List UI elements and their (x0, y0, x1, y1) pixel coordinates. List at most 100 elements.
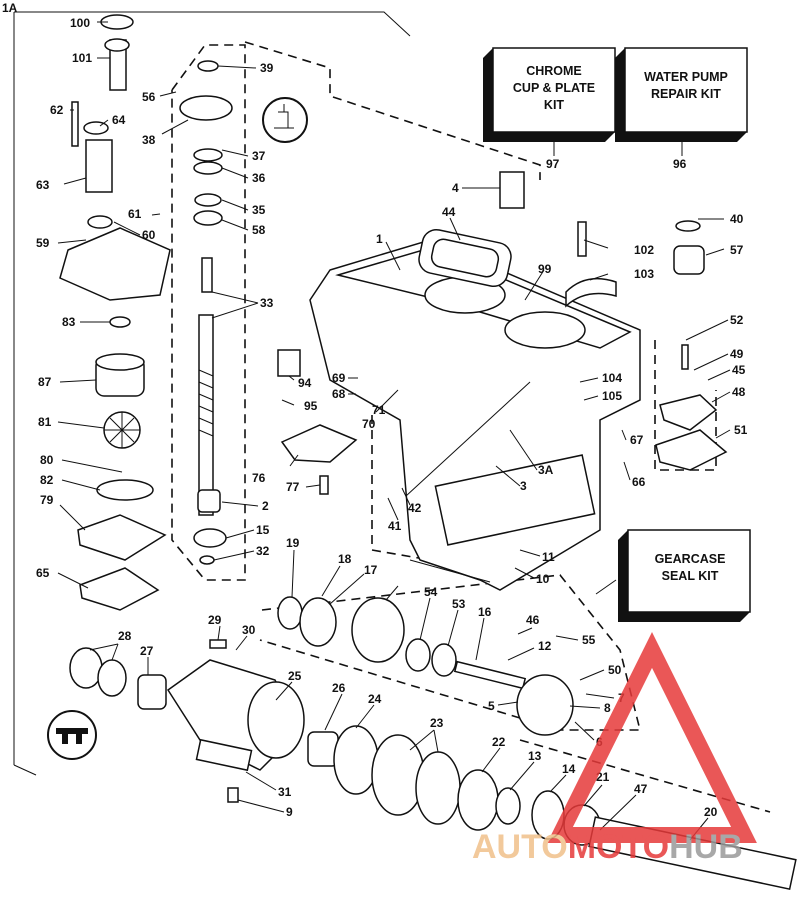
frame-left-foot (13, 764, 37, 776)
callout: 22 (492, 735, 506, 749)
driveshaft-group-outline (171, 44, 246, 581)
callout: 29 (208, 613, 222, 627)
callout: 46 (526, 613, 540, 627)
callout: 87 (38, 375, 52, 389)
callout: 10 (536, 572, 550, 586)
callout: 41 (388, 519, 402, 533)
callout: 54 (424, 585, 438, 599)
callout: 64 (112, 113, 126, 127)
callout: 65 (36, 566, 50, 580)
callout: 5 (488, 699, 495, 713)
callout: 47 (634, 782, 648, 796)
callout: 2 (262, 499, 269, 513)
callout: 60 (142, 228, 156, 242)
callout: 66 (632, 475, 646, 489)
callout: 102 (634, 243, 654, 257)
housing-gasket (418, 228, 512, 288)
callout: 95 (304, 399, 318, 413)
callout: 38 (142, 133, 156, 147)
callout: 56 (142, 90, 156, 104)
kit-chrome-ref: 97 (546, 157, 560, 171)
callout: 19 (286, 536, 300, 550)
callout: 101 (72, 51, 92, 65)
callout: 4 (452, 181, 459, 195)
kit-chrome-line3: KIT (544, 98, 565, 112)
callout: 70 (362, 417, 376, 431)
lubricant-symbol-icon (262, 97, 308, 143)
callout: 81 (38, 415, 52, 429)
callout: 16 (478, 605, 492, 619)
callout: 20 (704, 805, 718, 819)
callout: 71 (372, 403, 386, 417)
callout: 40 (730, 212, 744, 226)
callout: 33 (260, 296, 274, 310)
callout: 61 (128, 207, 142, 221)
callout: 80 (40, 453, 54, 467)
leader-lines (57, 21, 731, 841)
callout: 1 (376, 232, 383, 246)
kit-pump-line1: WATER PUMP (644, 70, 728, 84)
callout: 27 (140, 644, 154, 658)
kit-seal-line2: SEAL KIT (662, 569, 719, 583)
callout: 14 (562, 762, 576, 776)
callout: 32 (256, 544, 270, 558)
callout: 49 (730, 347, 744, 361)
callout: 53 (452, 597, 466, 611)
callout: 50 (608, 663, 622, 677)
callout: 105 (602, 389, 622, 403)
callout: 35 (252, 203, 266, 217)
callout: 45 (732, 363, 746, 377)
watermark-text: AUTOMOTOHUB (472, 828, 743, 866)
callout: 30 (242, 623, 256, 637)
callout: 39 (260, 61, 274, 75)
callout: 48 (732, 385, 746, 399)
callout: 36 (252, 171, 266, 185)
callout: 42 (408, 501, 422, 515)
kit-chrome-line1: CHROME (526, 64, 582, 78)
callout: 58 (252, 223, 266, 237)
callout: 24 (368, 692, 382, 706)
callout: 103 (634, 267, 654, 281)
watermark-logo: AUTOMOTOHUB (472, 632, 757, 866)
callout: 11 (542, 550, 555, 564)
callout: 3 (520, 479, 527, 493)
callout: 59 (36, 236, 50, 250)
sheet-label: 1A (2, 1, 18, 15)
callout: 52 (730, 313, 744, 327)
callout: 57 (730, 243, 744, 257)
callout: 68 (332, 387, 346, 401)
gear-housing (309, 239, 641, 591)
water-pump-column (59, 14, 171, 611)
callout: 44 (442, 205, 456, 219)
callout: 8 (604, 701, 611, 715)
kit-seal-line1: GEARCASE (655, 552, 726, 566)
callout: 37 (252, 149, 266, 163)
callout: 104 (602, 371, 622, 385)
callout: 100 (70, 16, 90, 30)
driveshaft-stack (179, 60, 233, 565)
callout: 3A (538, 463, 554, 477)
callout: 28 (118, 629, 132, 643)
watermark-triangle-icon (547, 632, 757, 843)
kit-chrome-line2: CUP & PLATE (513, 81, 595, 95)
callout: 25 (288, 669, 302, 683)
callout: 9 (286, 805, 293, 819)
callout: 23 (430, 716, 444, 730)
callout: 69 (332, 371, 346, 385)
callout: 15 (256, 523, 270, 537)
callout: 94 (298, 376, 312, 390)
kit-box-water-pump: WATER PUMP REPAIR KIT (615, 47, 748, 142)
right-side-parts (277, 171, 728, 495)
callout: 18 (338, 552, 352, 566)
callout: 77 (286, 480, 300, 494)
callout: 31 (278, 785, 292, 799)
housing-group-outline-left (371, 415, 501, 573)
kit-pump-line2: REPAIR KIT (651, 87, 721, 101)
callout: 17 (364, 563, 378, 577)
callout: 51 (734, 423, 748, 437)
callout: 63 (36, 178, 50, 192)
callout-labels: 100 101 62 64 63 56 39 38 37 36 35 58 61… (36, 16, 748, 819)
callout: 79 (40, 493, 54, 507)
callout: 76 (252, 471, 266, 485)
callout: 13 (528, 749, 542, 763)
